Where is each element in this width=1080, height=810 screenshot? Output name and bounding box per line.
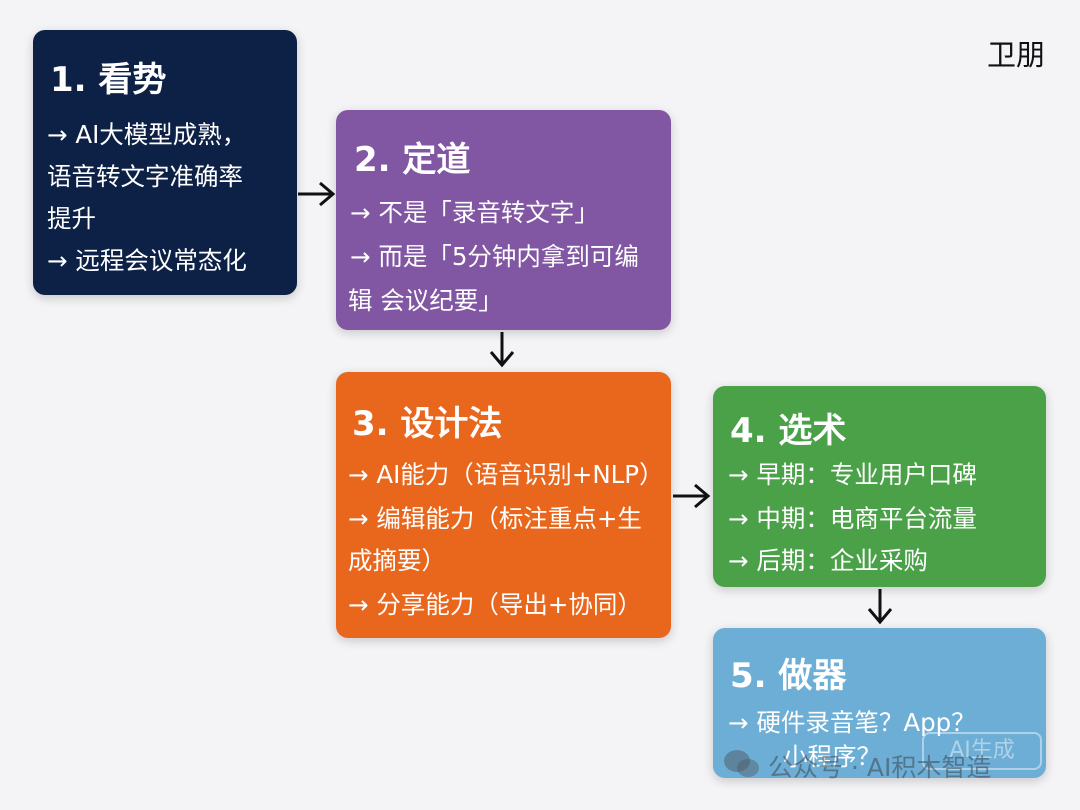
step-5-line: → 硬件录音笔？App？ — [728, 708, 976, 737]
step-3-box: 3. 设计法 → AI能力（语音识别+NLP） → 编辑能力（标注重点+生 成摘… — [336, 372, 671, 638]
step-4-box: 4. 选术 → 早期：专业用户口碑 → 中期：电商平台流量 → 后期：企业采购 — [713, 386, 1046, 587]
step-2-title: 2. 定道 — [354, 140, 471, 180]
step-3-title: 3. 设计法 — [352, 404, 503, 444]
ai-generated-badge: AI生成 — [922, 732, 1042, 770]
step-3-line: → AI能力（语音识别+NLP） — [348, 460, 664, 489]
arrow-right-icon — [673, 483, 711, 509]
watermark-text: 公众号 · AI积木智造 — [768, 753, 992, 782]
step-1-title: 1. 看势 — [50, 60, 167, 100]
step-2-line: 辑 会议纪要」 — [348, 286, 503, 315]
arrow-down-icon — [489, 332, 515, 368]
step-1-line: → AI大模型成熟， — [47, 120, 247, 149]
step-1-line: 提升 — [47, 204, 96, 233]
step-2-line: → 不是「录音转文字」 — [350, 198, 599, 227]
author-name: 卫朋 — [987, 38, 1046, 72]
step-3-line: 成摘要） — [348, 546, 446, 575]
arrow-right-icon — [298, 181, 336, 207]
step-4-line: → 后期：企业采购 — [728, 546, 928, 575]
wechat-icon — [724, 750, 759, 777]
step-4-line: → 早期：专业用户口碑 — [728, 460, 977, 489]
step-1-line: 语音转文字准确率 — [47, 162, 243, 191]
step-3-line: → 编辑能力（标注重点+生 — [348, 504, 642, 533]
step-4-title: 4. 选术 — [730, 411, 847, 451]
step-5-title: 5. 做器 — [730, 656, 847, 696]
step-3-line: → 分享能力（导出+协同） — [348, 590, 642, 619]
step-1-line: → 远程会议常态化 — [47, 246, 247, 275]
step-2-line: → 而是「5分钟内拿到可编 — [350, 242, 639, 271]
step-5-line: 小程序？ — [783, 742, 881, 771]
step-5-box: 5. 做器 → 硬件录音笔？App？ 小程序？ — [713, 628, 1046, 778]
step-2-box: 2. 定道 → 不是「录音转文字」 → 而是「5分钟内拿到可编 辑 会议纪要」 — [336, 110, 671, 330]
step-1-box: 1. 看势 → AI大模型成熟， 语音转文字准确率 提升 → 远程会议常态化 — [33, 30, 297, 295]
step-4-line: → 中期：电商平台流量 — [728, 504, 977, 533]
arrow-down-icon — [867, 589, 893, 625]
